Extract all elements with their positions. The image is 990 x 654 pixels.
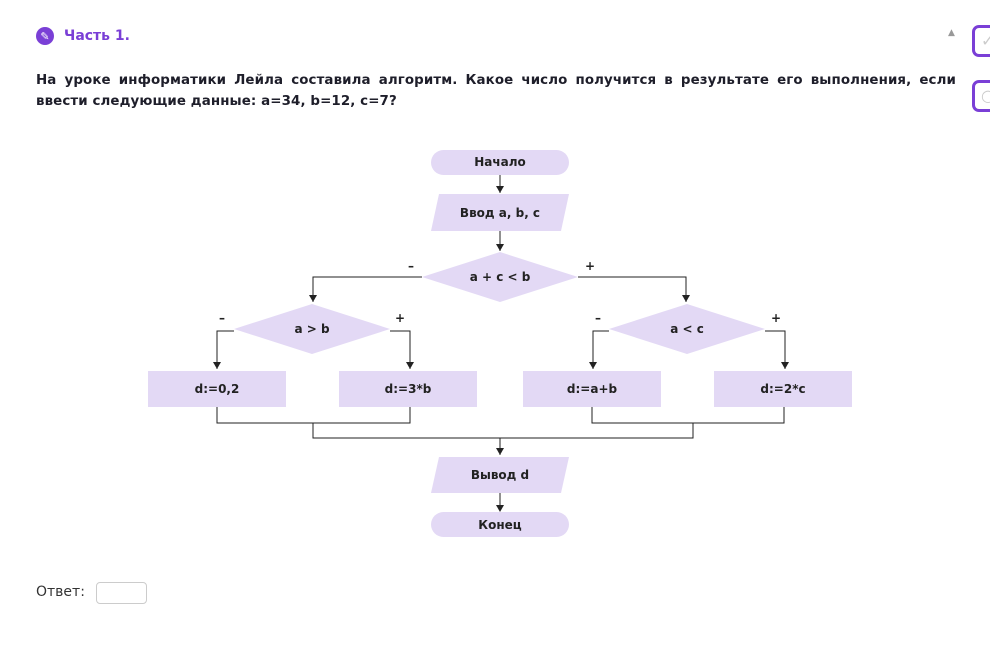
question-text: На уроке информатики Лейла составила алг… [36,73,956,109]
process-box-2 [339,371,477,407]
pencil-icon: ✎ [36,27,54,45]
output-parallelogram [431,457,569,493]
section-header: ✎ Часть 1. [36,27,130,45]
minus-label: – [219,311,225,325]
end-terminal [431,512,569,537]
minus-label: – [408,259,414,273]
box2-label: d:=3*b [385,382,432,396]
input-parallelogram [431,194,569,231]
process-box-3 [523,371,661,407]
box4-label: d:=2*c [760,382,805,396]
collapse-icon[interactable]: ▲ [948,28,955,38]
output-label: Вывод d [471,468,529,482]
process-box-4 [714,371,852,407]
arrowheads [213,186,789,512]
end-label: Конец [478,518,521,532]
input-label: Ввод a, b, c [460,206,540,220]
right-condition-diamond [609,304,765,354]
main-condition-label: a + c < b [470,270,531,284]
box1-label: d:=0,2 [195,382,240,396]
box3-label: d:=a+b [567,382,618,396]
check-side-button[interactable]: ✓ [972,25,990,57]
plus-label: + [395,311,405,325]
left-condition-label: a > b [294,322,330,336]
answer-input[interactable] [96,582,147,604]
section-title: Часть 1. [64,28,130,44]
connectors [216,175,786,511]
minus-label: – [595,311,601,325]
start-label: Начало [474,155,526,169]
answer-label: Ответ: [36,584,85,600]
right-condition-label: a < c [670,322,704,336]
process-box-1 [148,371,286,407]
start-terminal [431,150,569,175]
main-condition-diamond [422,252,578,302]
plus-label: + [771,311,781,325]
plus-label: + [585,259,595,273]
left-condition-diamond [234,304,390,354]
circle-side-button[interactable]: ○ [972,80,990,112]
